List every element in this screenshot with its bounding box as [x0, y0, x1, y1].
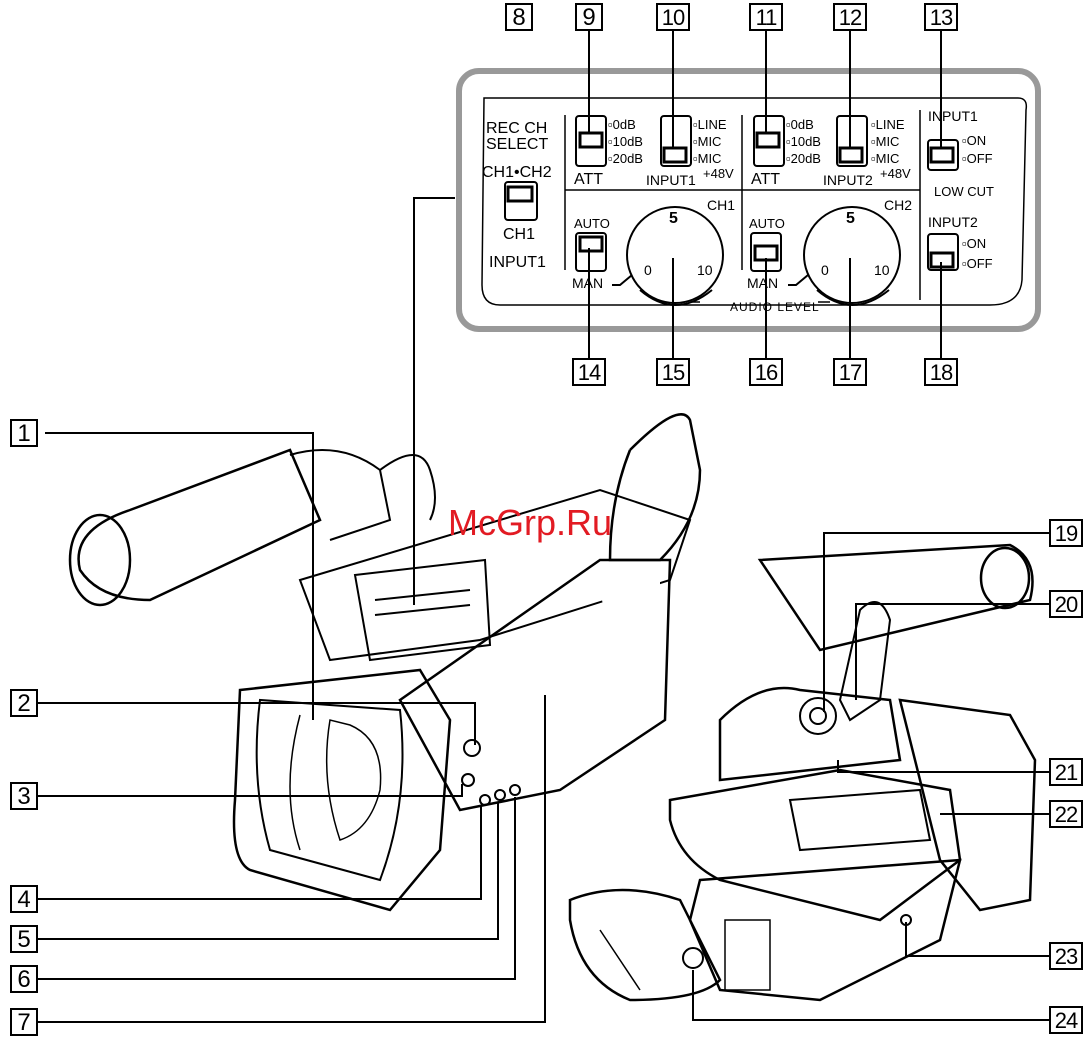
- label-mic-2: ▫MIC: [871, 134, 899, 149]
- callout-6: 6: [10, 965, 38, 993]
- label-audio-level: AUDIO LEVEL: [730, 300, 820, 314]
- dial-1-mark-5: 5: [669, 210, 678, 228]
- callout-22: 22: [1049, 800, 1083, 828]
- label-lowcut-input1: INPUT1: [928, 108, 978, 124]
- dial-2-mark-0: 0: [821, 262, 829, 278]
- callout-21: 21: [1049, 758, 1083, 786]
- label-off-2: ▫OFF: [962, 256, 993, 271]
- callout-12: 12: [833, 3, 867, 31]
- callout-17: 17: [833, 358, 867, 386]
- callout-20: 20: [1049, 590, 1083, 618]
- label-input2-48v: INPUT2: [823, 172, 873, 188]
- label-lowcut-input2: INPUT2: [928, 214, 978, 230]
- label-on-2: ▫ON: [962, 236, 986, 251]
- watermark: McGrp.Ru: [448, 502, 612, 544]
- label-auto-1: AUTO: [574, 216, 610, 231]
- label-plus48v-2: +48V: [880, 166, 911, 181]
- callout-2: 2: [10, 689, 38, 717]
- callout-11: 11: [749, 3, 783, 31]
- label-ch1-dial: CH1: [707, 197, 735, 213]
- callout-14: 14: [572, 358, 606, 386]
- label-plus48v-1: +48V: [703, 166, 734, 181]
- label-mic48-2: ▫MIC: [871, 151, 899, 166]
- label-input1: INPUT1: [489, 254, 546, 272]
- label-ch2-dial: CH2: [884, 197, 912, 213]
- label-att-1: ATT: [574, 171, 603, 189]
- callout-1: 1: [10, 419, 38, 447]
- callout-18: 18: [924, 358, 958, 386]
- dial-1-mark-0: 0: [644, 262, 652, 278]
- label-line-1: ▫LINE: [693, 117, 727, 132]
- callout-19: 19: [1049, 519, 1083, 547]
- label-man-2: MAN: [747, 275, 778, 291]
- label-20db-2: ▫20dB: [786, 151, 821, 166]
- label-line-2: ▫LINE: [871, 117, 905, 132]
- callout-8: 8: [505, 3, 533, 31]
- callout-3: 3: [10, 782, 38, 810]
- label-off-1: ▫OFF: [962, 151, 993, 166]
- label-ch1-ch2: CH1•CH2: [482, 164, 552, 182]
- label-select: SELECT: [486, 136, 548, 154]
- label-low-cut: LOW CUT: [934, 184, 994, 199]
- callout-4: 4: [10, 885, 38, 913]
- callout-23: 23: [1049, 942, 1083, 970]
- callout-5: 5: [10, 925, 38, 953]
- dial-2-mark-10: 10: [874, 262, 890, 278]
- callout-24: 24: [1049, 1006, 1083, 1034]
- label-auto-2: AUTO: [749, 216, 785, 231]
- label-on-1: ▫ON: [962, 133, 986, 148]
- callout-10: 10: [656, 3, 690, 31]
- label-10db-1: ▫10dB: [608, 134, 643, 149]
- label-att-2: ATT: [751, 171, 780, 189]
- label-20db-1: ▫20dB: [608, 151, 643, 166]
- label-10db-2: ▫10dB: [786, 134, 821, 149]
- label-input1-48v: INPUT1: [646, 172, 696, 188]
- label-man-1: MAN: [572, 275, 603, 291]
- dial-2-mark-5: 5: [846, 210, 855, 228]
- callout-7: 7: [10, 1008, 38, 1036]
- callout-15: 15: [656, 358, 690, 386]
- callout-13: 13: [924, 3, 958, 31]
- label-mic-1: ▫MIC: [693, 134, 721, 149]
- callout-16: 16: [749, 358, 783, 386]
- dial-1-mark-10: 10: [697, 262, 713, 278]
- callout-9: 9: [575, 3, 603, 31]
- label-0db-1: ▫0dB: [608, 117, 636, 132]
- label-0db-2: ▫0dB: [786, 117, 814, 132]
- label-mic48-1: ▫MIC: [693, 151, 721, 166]
- switch-rec-ch: [505, 182, 537, 220]
- label-ch1: CH1: [503, 226, 535, 244]
